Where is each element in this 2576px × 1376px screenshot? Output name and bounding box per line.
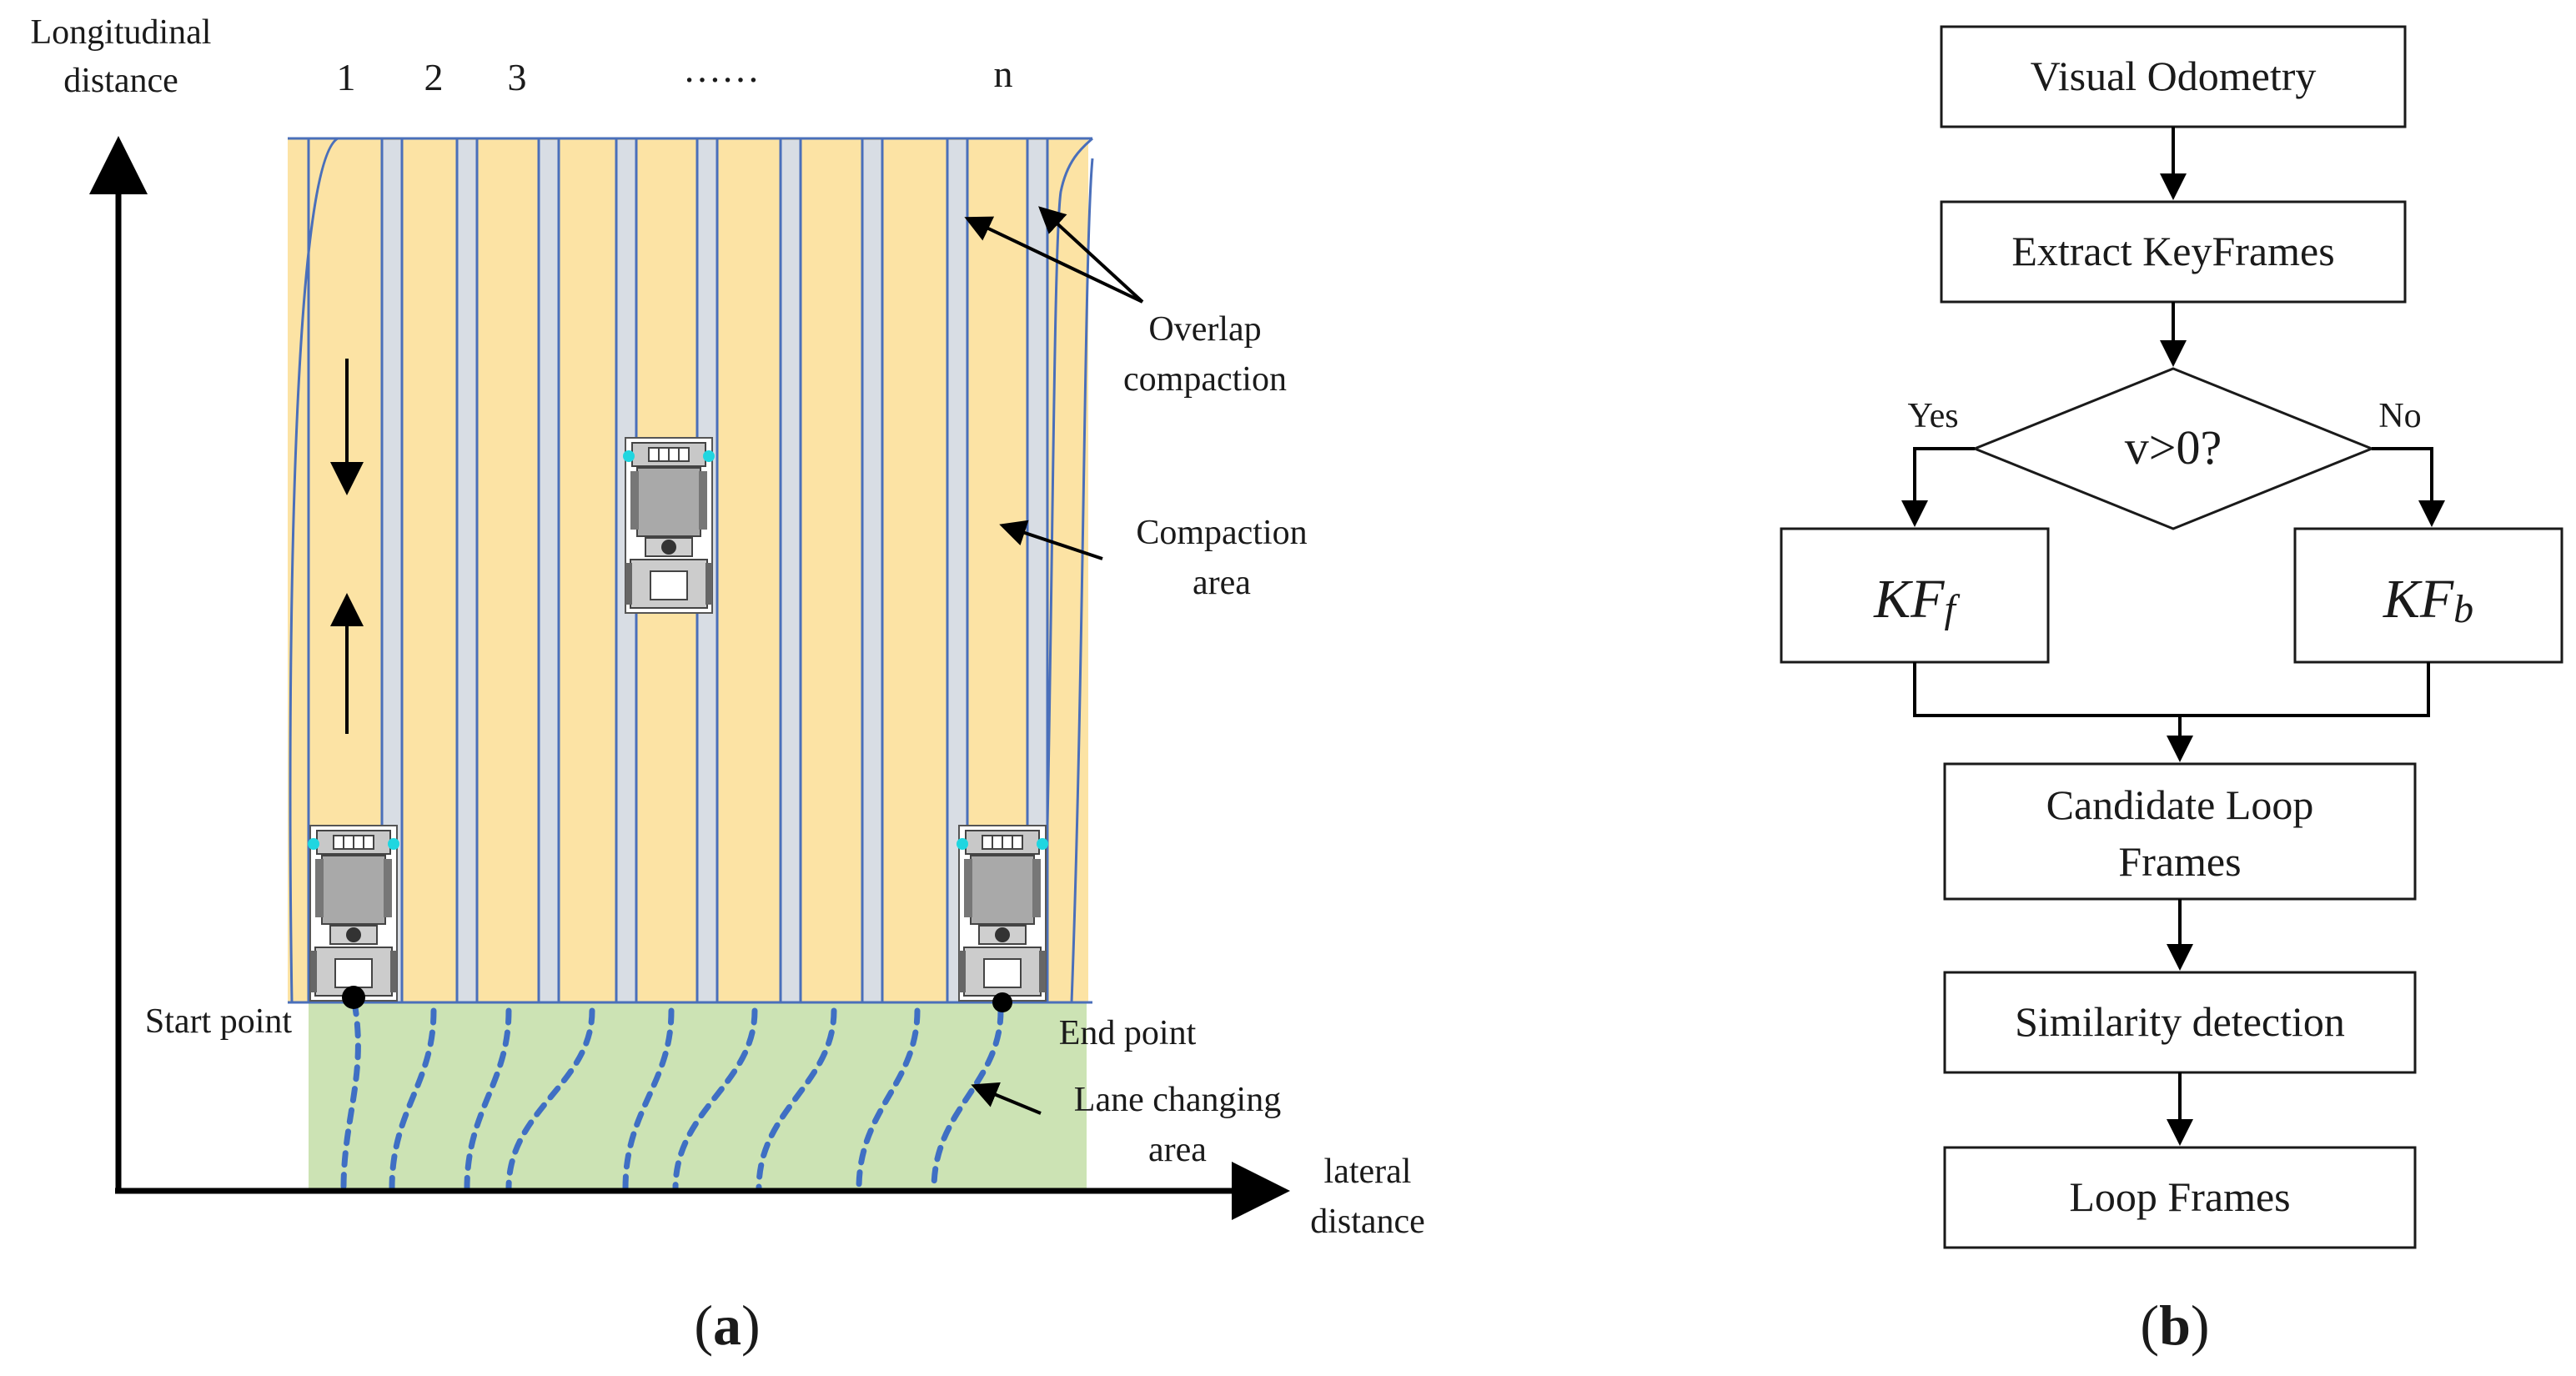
y-axis-label-2: distance [63, 62, 178, 100]
panel-a: Longitudinal distance lateral distance 1… [31, 13, 1425, 1357]
turn-curve-right-2 [1070, 158, 1094, 1003]
overlap-strip [457, 140, 477, 1002]
overlap-label-2: compaction [1123, 360, 1287, 399]
lane-labels: 1 2 3 …… n [337, 48, 1013, 98]
lane-change-paths [340, 999, 1004, 1192]
node-extract-keyframes-label: Extract KeyFrames [2011, 228, 2334, 274]
node-visual-odometry-label: Visual Odometry [2031, 53, 2317, 99]
edge-decision-yes [1901, 447, 1975, 527]
node-candidate-label: Candidate Loop [2046, 781, 2314, 828]
lane-label: 2 [424, 56, 444, 98]
lane-change-label-2: area [1148, 1131, 1207, 1169]
node-loop-frames [1943, 1146, 2417, 1249]
node-extract-keyframes [1940, 200, 2407, 304]
branch-no-label: No [2378, 397, 2421, 435]
overlap-pointer-2 [1038, 206, 1144, 304]
lane-label: …… [683, 48, 760, 90]
node-similarity-label: Similarity detection [2015, 998, 2345, 1045]
end-point-label: End point [1059, 1014, 1197, 1052]
overlap-label: Overlap [1148, 310, 1261, 349]
node-kf-backward-label: KFb [2383, 569, 2473, 631]
node-candidate-label-2: Frames [2118, 838, 2241, 885]
overlap-strip [781, 140, 801, 1002]
node-decision-label: v>0? [2125, 420, 2222, 475]
node-similarity-detection [1943, 971, 2417, 1074]
y-axis-label: Longitudinal [31, 13, 212, 52]
panel-b-caption: (b) [2140, 1293, 2209, 1357]
branch-yes-label: Yes [1907, 397, 1958, 435]
node-candidate-loop-frames [1943, 762, 2417, 901]
roller-middle [622, 437, 716, 614]
node-visual-odometry [1940, 25, 2407, 128]
x-axis-label-2: distance [1310, 1203, 1425, 1241]
edge-merge [1913, 662, 2430, 717]
node-kf-backward [2293, 527, 2563, 664]
x-axis-label: lateral [1324, 1153, 1412, 1191]
compaction-pointer [999, 520, 1103, 560]
lane-change-pointer [971, 1082, 1042, 1115]
lane-label: 3 [508, 56, 527, 98]
overlap-strip [539, 140, 559, 1002]
compaction-label: Compaction [1136, 514, 1307, 552]
lane-boundaries [288, 137, 1092, 1004]
node-kf-forward [1780, 527, 2050, 664]
overlap-pointer-1 [964, 216, 1143, 304]
overlap-strip [862, 140, 882, 1002]
edge-decision-no [2372, 447, 2445, 527]
lane-change-label: Lane changing [1074, 1081, 1281, 1119]
lane-label: n [994, 53, 1013, 95]
panel-b-flowchart: Visual Odometry Extract KeyFrames v>0? Y… [1780, 25, 2563, 1357]
turn-curve-left [289, 137, 339, 1003]
roller-start [307, 825, 400, 1002]
panel-a-caption: (a) [694, 1293, 760, 1357]
lane-label: 1 [337, 56, 356, 98]
compaction-label-2: area [1193, 564, 1251, 602]
node-decision-diamond [1971, 367, 2376, 530]
lane-changing-area [309, 1002, 1087, 1191]
start-point-marker [342, 986, 365, 1009]
turn-curve-right [1041, 137, 1094, 1003]
start-point-label: Start point [145, 1002, 292, 1041]
node-kf-forward-label: KFf [1873, 569, 1960, 631]
roller-end [956, 825, 1049, 1002]
node-loop-frames-label: Loop Frames [2069, 1173, 2290, 1220]
end-point-marker [992, 992, 1012, 1012]
